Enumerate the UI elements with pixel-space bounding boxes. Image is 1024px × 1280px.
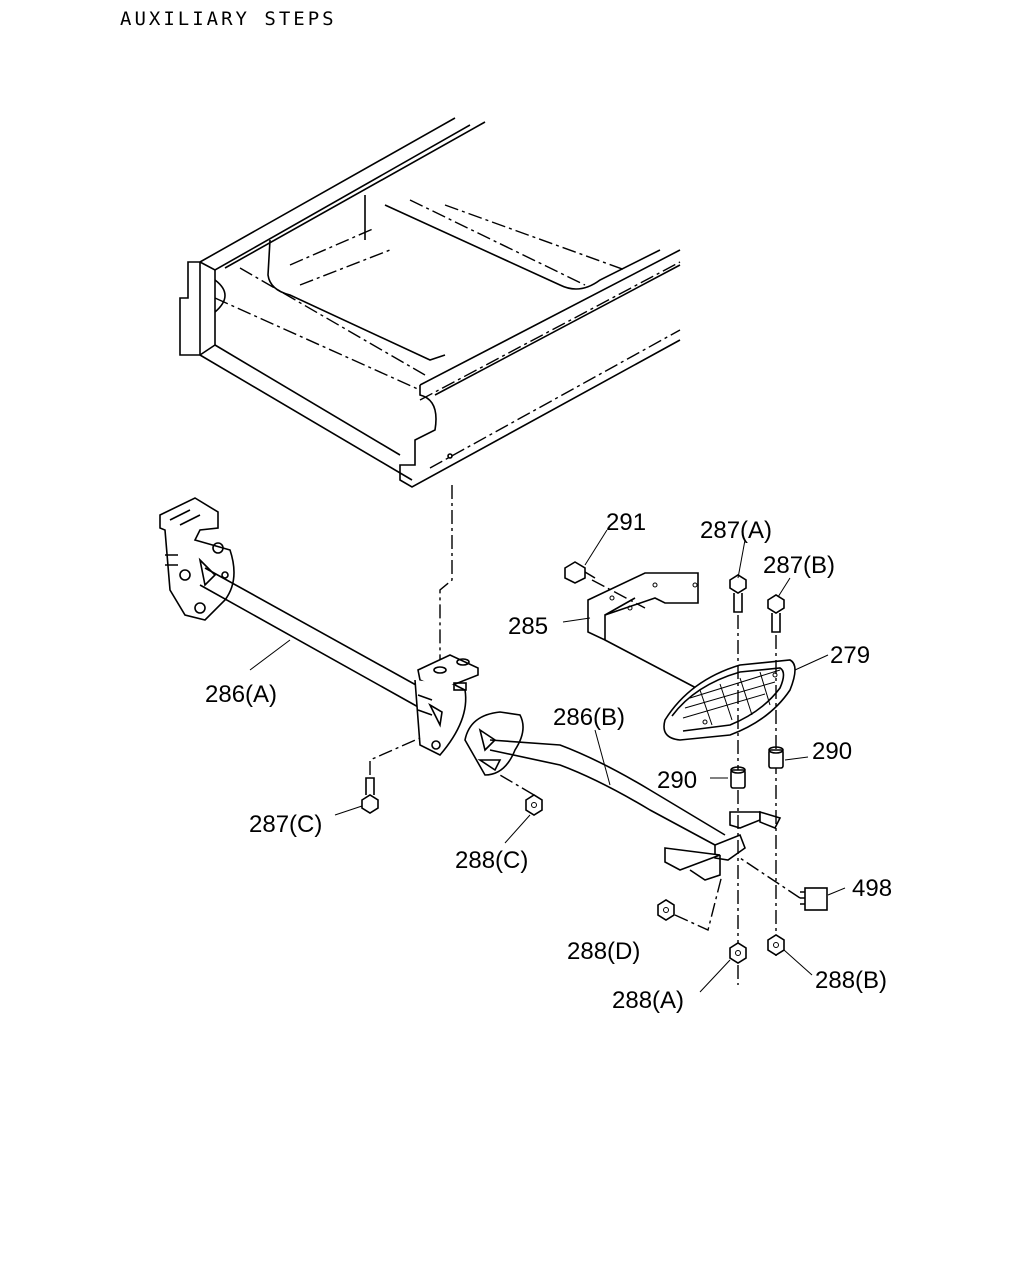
label-288b: 288(B)	[815, 967, 887, 994]
label-291: 291	[606, 509, 646, 536]
leader-lines	[249, 529, 846, 993]
step-plate-279	[663, 659, 796, 741]
nut-288d	[657, 874, 723, 931]
spacer-290-right	[768, 746, 784, 769]
label-288a: 288(A)	[612, 987, 684, 1014]
label-287b: 287(B)	[763, 552, 835, 579]
bracket-285	[587, 572, 701, 691]
label-287a: 287(A)	[700, 517, 772, 544]
step-bracket-286a	[159, 497, 479, 756]
spacer-290-left	[730, 766, 746, 789]
alignment-line-frame	[439, 485, 453, 660]
bolt-291	[564, 561, 646, 609]
page-title: AUXILIARY STEPS	[120, 8, 337, 30]
bolt-287b	[767, 594, 785, 960]
label-290-right: 290	[812, 738, 852, 765]
callout-labels: 291 285 287(A) 287(B) 279 286(A) 286(B) …	[205, 509, 892, 1014]
nut-288b	[767, 934, 785, 956]
chassis-frame	[179, 117, 681, 488]
label-287c: 287(C)	[249, 811, 322, 838]
label-288c: 288(C)	[455, 847, 528, 874]
label-288d: 288(D)	[567, 938, 640, 965]
label-498: 498	[852, 875, 892, 902]
nut-288c	[499, 774, 543, 816]
label-286a: 286(A)	[205, 681, 277, 708]
label-279: 279	[830, 642, 870, 669]
label-286b: 286(B)	[553, 704, 625, 731]
bolt-287c	[361, 737, 421, 814]
label-285: 285	[508, 613, 548, 640]
bolt-287a	[729, 574, 747, 985]
nut-288a	[729, 942, 747, 964]
label-290-left: 290	[657, 767, 697, 794]
plug-498	[739, 857, 828, 911]
